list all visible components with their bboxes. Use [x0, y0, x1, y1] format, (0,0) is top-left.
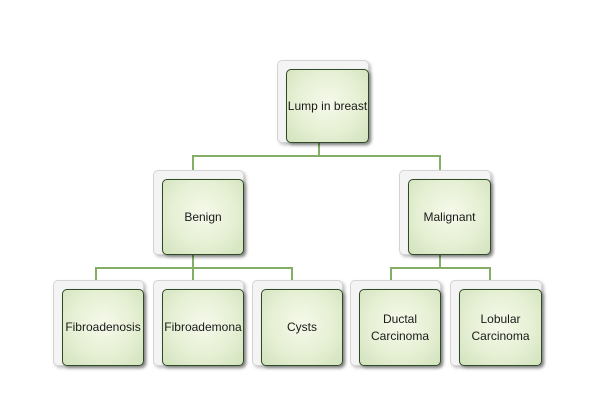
- node-card: Fibroadenosis: [62, 289, 144, 366]
- node-label: Lobular Carcinoma: [471, 311, 530, 343]
- connector-to-ductal: [390, 267, 392, 289]
- node-card: Malignant: [408, 179, 491, 255]
- node-card: Lump in breast: [286, 69, 369, 143]
- connector-root-down: [318, 136, 320, 156]
- connector-benign-down: [192, 254, 194, 268]
- node-card: Benign: [162, 179, 244, 255]
- connector-to-fibroademona: [192, 267, 194, 289]
- node-lump-in-breast: Lump in breast: [277, 60, 369, 143]
- node-label: Malignant: [423, 209, 476, 224]
- node-label: Fibroademona: [164, 320, 242, 334]
- connector-level1-bar: [192, 155, 440, 157]
- node-lobular-carcinoma: Lobular Carcinoma: [450, 280, 542, 366]
- connector-malignant-down: [439, 254, 441, 268]
- connector-to-lobular: [489, 267, 491, 289]
- node-card: Lobular Carcinoma: [459, 289, 542, 366]
- node-label: Benign: [184, 209, 222, 224]
- connector-malignant-bar: [390, 267, 490, 269]
- node-label: Ductal Carcinoma: [370, 311, 430, 343]
- node-fibroademona: Fibroademona: [153, 280, 244, 366]
- connector-to-cysts: [291, 267, 293, 289]
- connector-to-malignant: [439, 155, 441, 181]
- node-label: Lump in breast: [287, 98, 368, 113]
- node-cysts: Cysts: [252, 280, 343, 366]
- node-card: Cysts: [261, 289, 343, 366]
- node-label: Fibroadenosis: [65, 320, 141, 334]
- node-benign: Benign: [153, 170, 244, 255]
- node-card: Fibroademona: [162, 289, 244, 366]
- node-fibroadenosis: Fibroadenosis: [53, 280, 144, 366]
- connector-to-benign: [192, 155, 194, 181]
- node-ductal-carcinoma: Ductal Carcinoma: [350, 280, 441, 366]
- connector-to-fibroadenosis: [95, 267, 97, 289]
- connector-benign-bar: [95, 267, 293, 269]
- node-label: Cysts: [287, 320, 317, 334]
- node-card: Ductal Carcinoma: [359, 289, 441, 366]
- node-malignant: Malignant: [399, 170, 491, 255]
